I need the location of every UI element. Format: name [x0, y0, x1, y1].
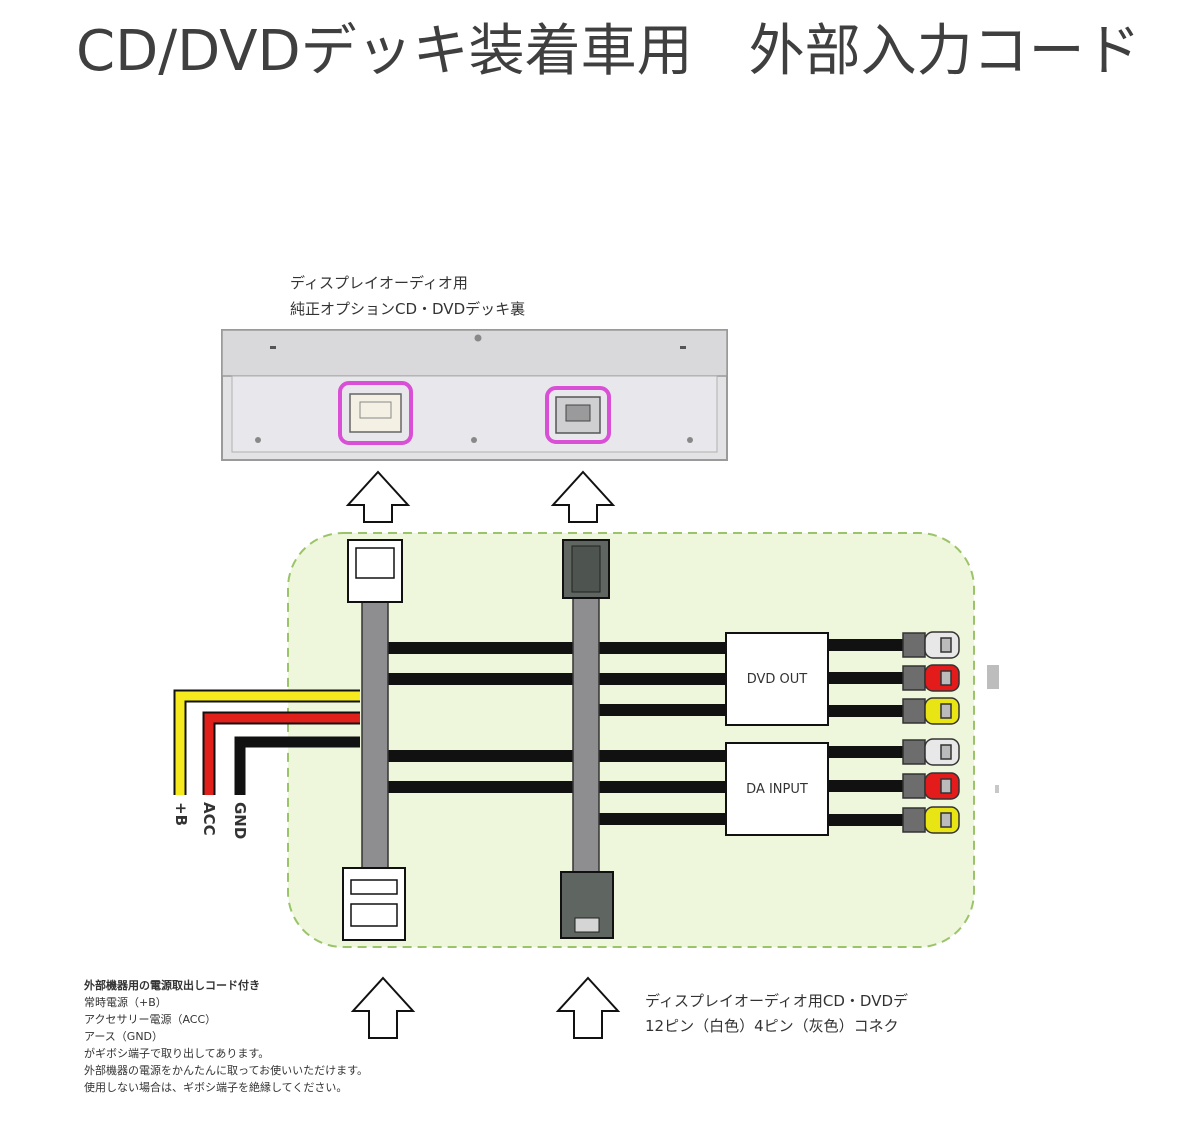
lead-label-acc: ACC — [200, 802, 218, 836]
rca-plug — [902, 738, 960, 766]
rca-plug — [902, 697, 960, 725]
deck-unit — [221, 329, 728, 461]
notes-right: ディスプレイオーディオ用CD・DVDデ 12ピン（白色）4ピン（灰色）コネク — [645, 992, 908, 1035]
rca-plugs — [902, 631, 960, 834]
note-line: 12ピン（白色）4ピン（灰色）コネク — [645, 1017, 899, 1035]
page-title: CD/DVDデッキ装着車用 外部入力コード — [76, 19, 1141, 84]
note-line: 使用しない場合は、ギボシ端子を絶縁してください。 — [84, 1080, 347, 1094]
dvd-out-box — [725, 632, 829, 726]
lead-label-gnd: GND — [231, 802, 249, 839]
arrow-up-icon — [350, 976, 416, 1039]
arrow-up-icon — [345, 470, 411, 523]
note-line: 外部機器の電源をかんたんに取ってお使いいただけます。 — [84, 1063, 368, 1077]
arrow-up-icon — [550, 470, 616, 523]
rca-plug — [902, 664, 960, 692]
note-line: 外部機器用の電源取出しコード付き — [83, 978, 260, 992]
note-line: アース（GND） — [84, 1030, 163, 1043]
note-line: がギボシ端子で取り出してあります。 — [84, 1046, 269, 1060]
rca-plug — [902, 631, 960, 659]
da-input-label: DA INPUT — [746, 782, 808, 797]
notes-left: 外部機器用の電源取出しコード付き 常時電源（+B） アクセサリー電源（ACC） … — [83, 978, 368, 1094]
rca-plug — [902, 806, 960, 834]
note-line: アクセサリー電源（ACC） — [84, 1012, 216, 1026]
rca-plug — [902, 772, 960, 800]
dvd-out-label: DVD OUT — [747, 672, 808, 687]
arrow-up-icon — [555, 976, 621, 1039]
note-line: ディスプレイオーディオ用CD・DVDデ — [645, 992, 908, 1010]
da-input-box — [725, 742, 829, 836]
harness-12pin — [342, 539, 406, 941]
lead-label-plus-b: +B — [172, 802, 190, 826]
connector-4pin-highlight — [545, 386, 611, 444]
power-leads — [173, 689, 360, 795]
deck-caption-line2: 純正オプションCD・DVDデッキ裏 — [290, 300, 525, 318]
deck-caption-line1: ディスプレイオーディオ用 — [290, 274, 468, 292]
note-line: 常時電源（+B） — [84, 995, 167, 1009]
av-cables — [380, 639, 905, 826]
harness-4pin — [560, 539, 614, 939]
connector-12pin-highlight — [338, 381, 413, 445]
